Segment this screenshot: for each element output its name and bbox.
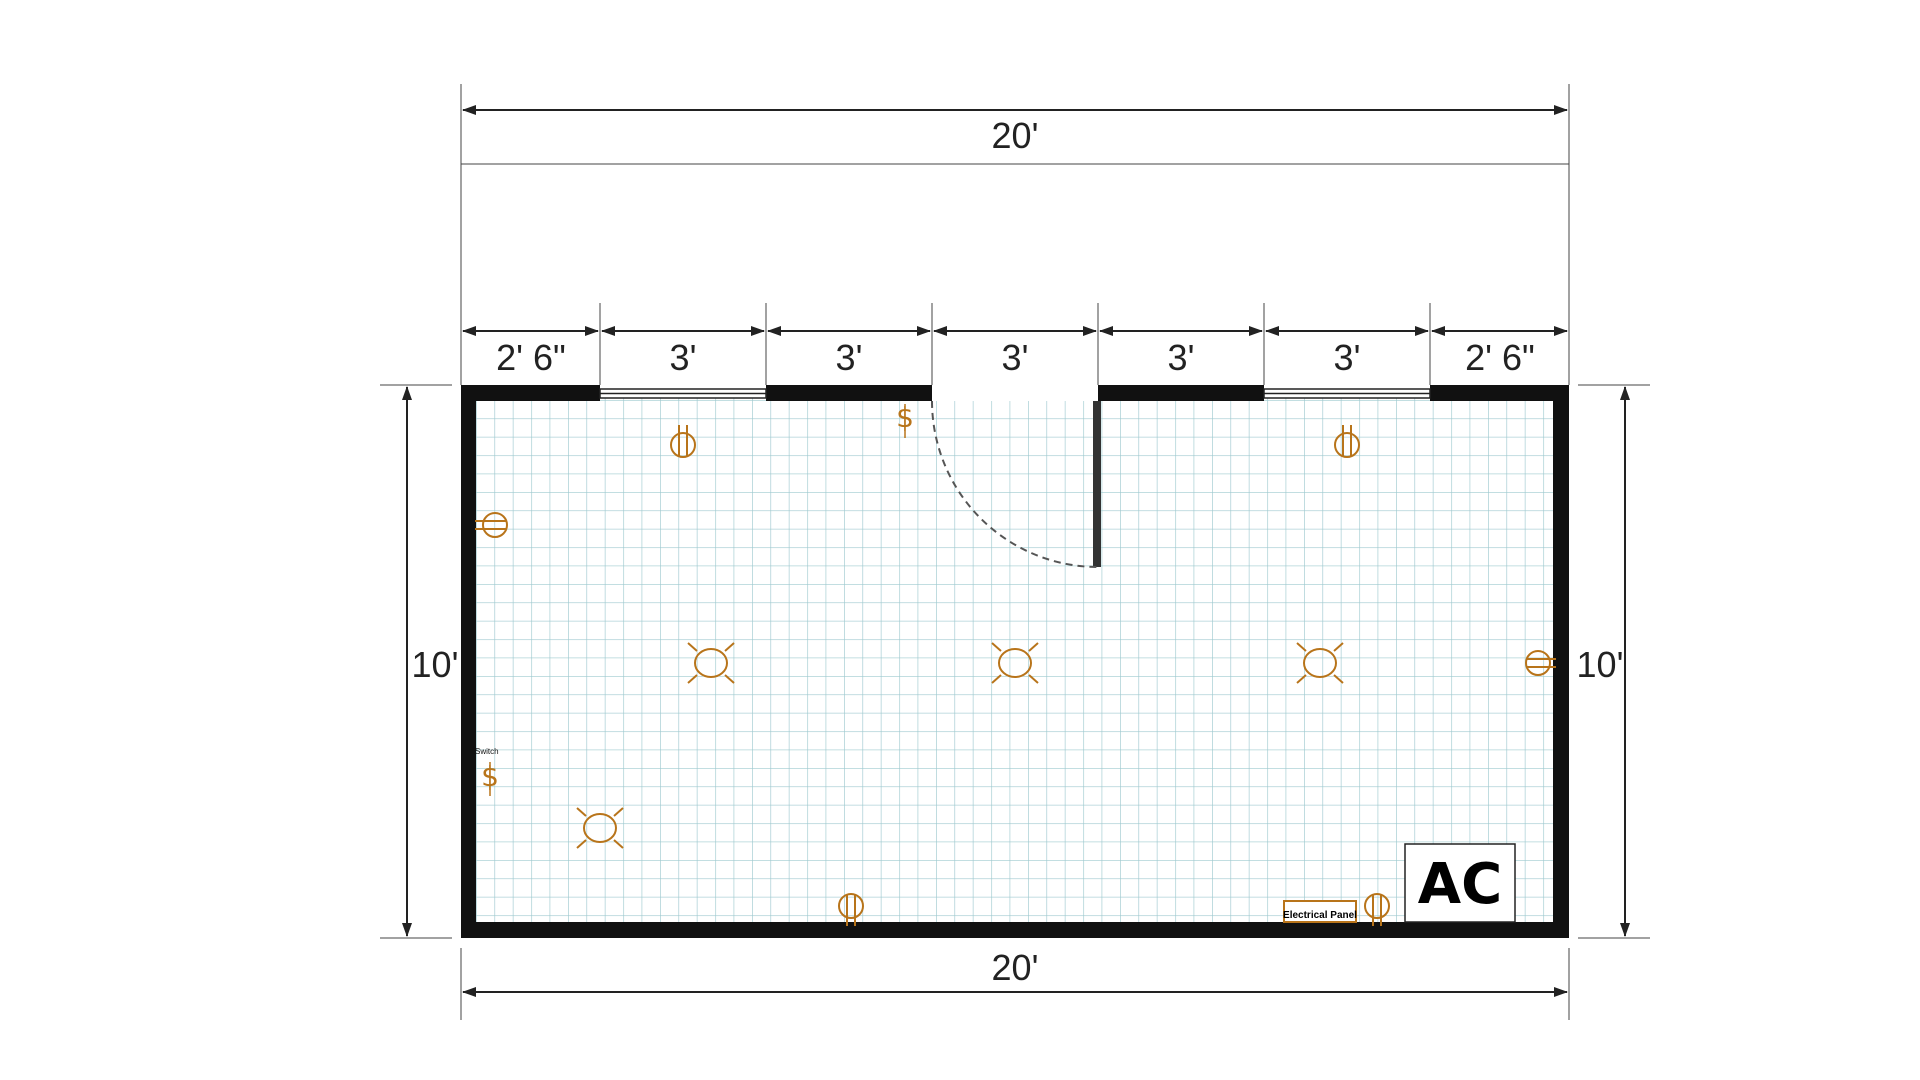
receptacle-bottom-right (1364, 893, 1390, 926)
door-leaf (1093, 401, 1101, 567)
wall-top-3 (1098, 385, 1264, 401)
wall-top-1 (461, 385, 600, 401)
receptacle-right-wall (1525, 650, 1556, 676)
ceiling-light-3 (1296, 642, 1344, 684)
bottom-overall-dim: 20' (992, 947, 1039, 988)
electrical-panel (1283, 900, 1357, 923)
ceiling-light-2 (991, 642, 1039, 684)
wall-left (461, 385, 476, 938)
switch-label-left: Switch (475, 747, 499, 756)
window-right (1263, 388, 1431, 399)
receptacle-bottom (838, 893, 864, 926)
ac-unit (1404, 843, 1516, 923)
segment-dim-4: 3' (1002, 337, 1029, 378)
window-left (599, 388, 767, 399)
ceiling-light-1 (687, 642, 735, 684)
segment-dim-5: 3' (1168, 337, 1195, 378)
ceiling-light-4 (576, 807, 624, 849)
receptacle-top-right (1334, 425, 1360, 458)
wall-bottom (461, 922, 1569, 938)
right-height-dim: 10' (1577, 644, 1624, 685)
segment-dim-3: 3' (836, 337, 863, 378)
receptacle-left-wall (475, 512, 508, 538)
door-swing-arc (931, 400, 1099, 568)
left-height-dim: 10' (412, 644, 459, 685)
walls (461, 385, 1569, 938)
segment-dim-6: 3' (1334, 337, 1361, 378)
segment-dim-7: 2' 6" (1465, 337, 1535, 378)
segment-dim-1: 2' 6" (496, 337, 566, 378)
wall-top-2 (766, 385, 932, 401)
electrical-panel-label: Electrical Panel (1283, 910, 1357, 921)
segment-dim-2: 3' (670, 337, 697, 378)
top-overall-dim: 20' (992, 115, 1039, 156)
dimension-lines (402, 105, 1630, 997)
door-opening (932, 385, 1098, 401)
wall-top-4 (1430, 385, 1569, 401)
wall-right (1553, 385, 1569, 938)
ac-unit-label: AC (1418, 852, 1502, 917)
extension-lines (380, 84, 1650, 1020)
receptacle-top-left (670, 425, 696, 458)
floor-grid (470, 396, 1564, 928)
